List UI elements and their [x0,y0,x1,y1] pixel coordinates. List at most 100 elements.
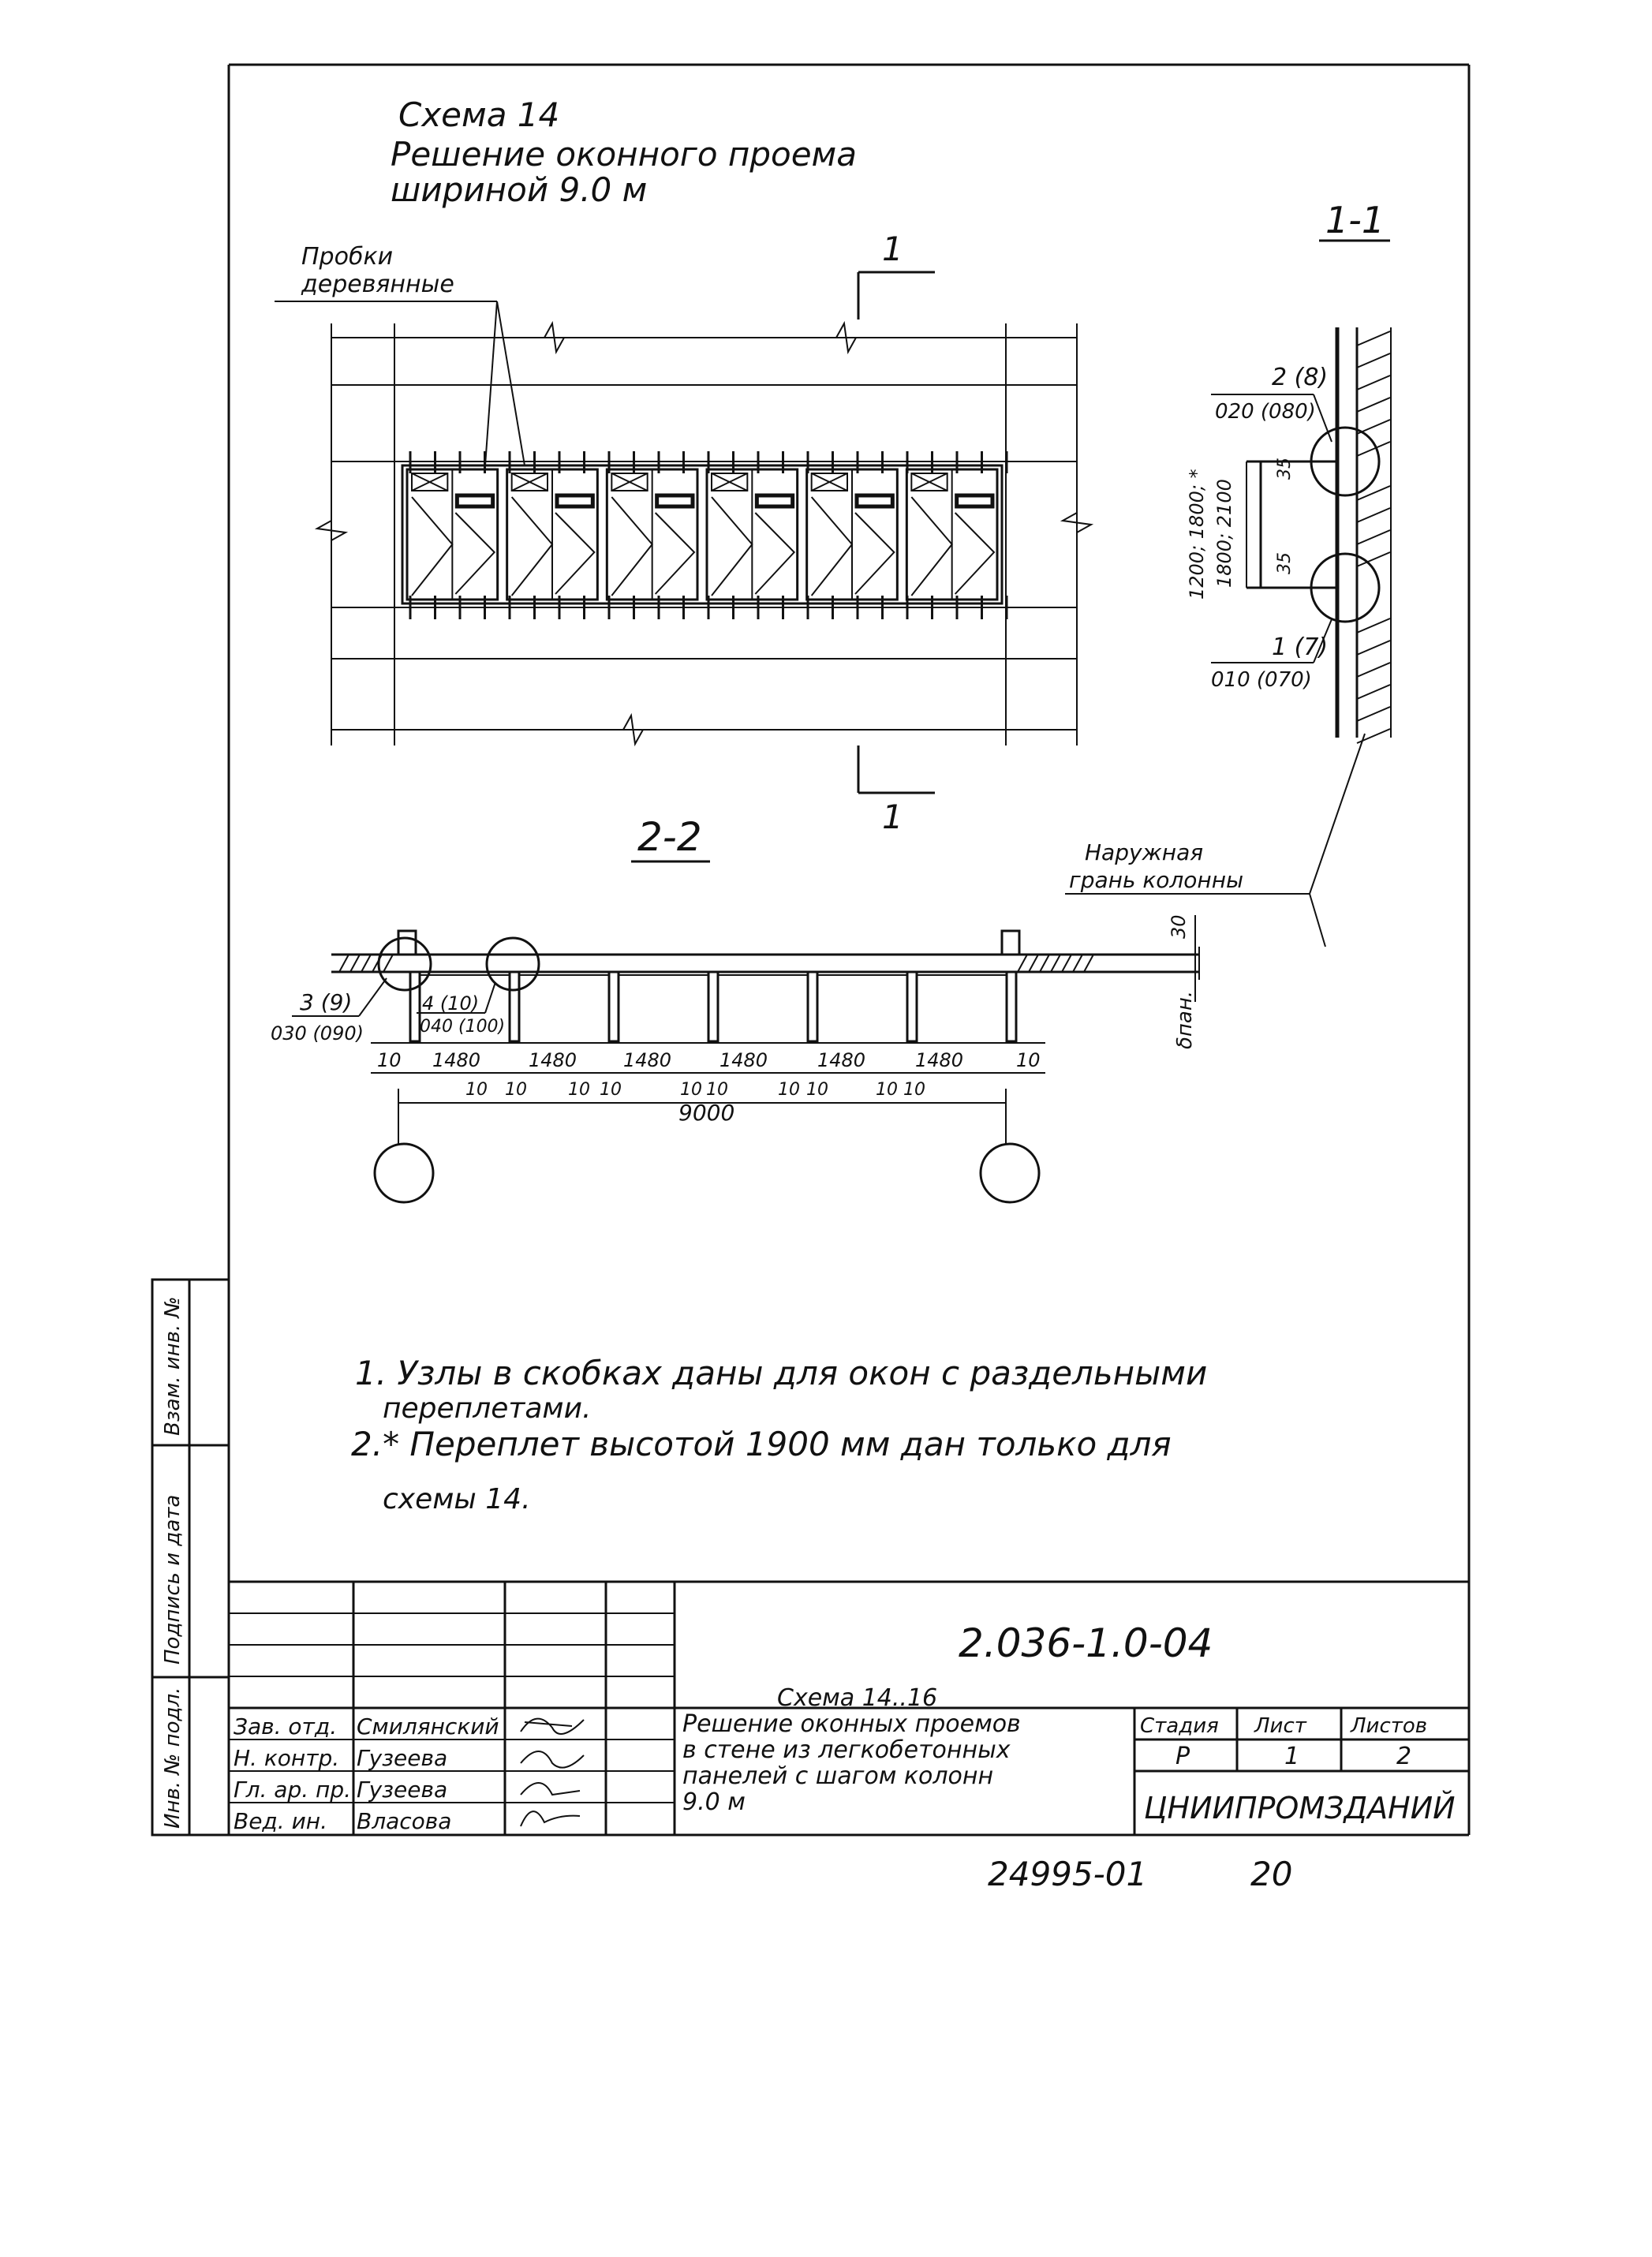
window-post [707,970,719,1043]
doc-code: 2.036-1.0-04 [959,1620,1213,1666]
hatch-line [1356,618,1391,633]
role-2: Н. контр. [234,1745,339,1771]
vent-cross [910,473,948,491]
hatch-line [1356,529,1391,545]
node-bottom-ref: 010 (070) [1211,668,1312,692]
hatch-line [1072,954,1083,973]
opening-mark [611,496,653,596]
note1-line2: переплетами. [383,1392,591,1425]
window-sash [905,468,999,601]
vent-cross [811,473,848,491]
node-top-label: 2 (8) [1272,364,1328,391]
hatch-line [1356,331,1391,346]
hatch-line [361,954,372,973]
wooden-plugs [409,451,1008,619]
scheme-title-line2: Решение оконного проема [391,135,857,174]
opening-mark [510,496,554,596]
window-sash [805,468,899,601]
hatch-line [1356,640,1391,656]
dim-top-label: 1480 [432,1049,480,1071]
opening-mark [454,512,496,595]
window-sashes [406,468,999,601]
callout-label-line1: Пробки [301,243,393,271]
transom-vent [611,473,648,491]
dim-gap-label: 10 [876,1080,898,1100]
side-stamp: Взам. инв. № Подпись и дата Инв. № подл. [151,1278,230,1837]
dim-gap-label: 10 [600,1080,622,1100]
dim-gap-label: 10 [505,1080,527,1100]
opening-mark [854,512,895,595]
sash-head [854,493,895,509]
side-stamp-col2: Подпись и дата [161,1495,185,1665]
section-mark-bottom: 1 [882,798,903,836]
node-second-ref: 040 (100) [420,1017,505,1037]
window-post [607,970,620,1043]
window-elevation: Пробки деревянные 1 1 [275,230,1094,836]
hatch-line [1061,954,1072,973]
dim-vertical-2: 1800; 2100 [1213,479,1235,588]
title-block: 2.036-1.0-04 Зав. отд. Н. контр. Гл. ар.… [229,1580,1469,1835]
note2-line2: схемы 14. [383,1483,531,1515]
window-post [906,970,918,1043]
desc-line3: в стене из легкобетонных [682,1736,1011,1764]
dim-right: 30 [1168,914,1190,939]
vent-cross [411,473,448,491]
opening-mark [555,512,596,595]
hatch-line [1356,375,1391,390]
node-bottom-label: 1 (7) [1272,633,1328,661]
column-face-line2: грань колонны [1069,867,1243,893]
organization: ЦНИИПРОМЗДАНИЙ [1144,1791,1456,1825]
node-circle-top [1310,426,1381,497]
dim-vertical-1: 1200; 1800; * [1186,469,1208,600]
section-2-2-title: 2-2 [637,814,702,860]
desc-line1: Схема 14..16 [777,1684,937,1712]
name-3: Гузеева [357,1777,447,1803]
axis-bubble-left [373,1142,435,1204]
transom-vent [711,473,749,491]
section-1-1-title: 1-1 [1325,199,1385,241]
hatch-line [1356,397,1391,413]
dim-gap-label: 10 [706,1080,728,1100]
hatch-line [1039,954,1050,973]
node-left-ref: 030 (090) [271,1022,364,1044]
stage-header: Стадия [1140,1714,1219,1738]
node-circle-second [485,936,540,992]
opening-mark [910,496,953,596]
hatch-line [1356,551,1391,567]
dim-top-label: 1480 [719,1049,768,1071]
vent-cross [511,473,548,491]
notes: 1. Узлы в скобках даны для окон с раздел… [351,1354,1207,1515]
hatch-line [1050,954,1061,973]
scheme-title: Схема 14 Решение оконного проема шириной… [391,95,857,209]
panel-hatching [1356,331,1391,744]
note2-line1: 2.* Переплет высотой 1900 мм дан только … [351,1425,1172,1463]
hatch-line [1028,954,1039,973]
dim-gap-label: 10 [680,1080,702,1100]
opening-mark [954,512,996,595]
dim-top-label: 10 [1016,1049,1041,1071]
dim-small-1: 35 [1275,458,1295,480]
hatch-line [1356,441,1391,457]
side-stamp-col3: Инв. № подл. [161,1687,185,1829]
window-post [409,970,421,1043]
archive-number: 24995-01 [988,1855,1147,1893]
node-circle-left [377,936,432,992]
node-top-ref: 020 (080) [1215,400,1316,424]
stage-value: Р [1175,1743,1190,1770]
window-sash [705,468,799,601]
hatch-line [1356,706,1391,722]
signatures [520,1717,585,1827]
hatch-line [1017,954,1028,973]
hatch-line [1356,507,1391,523]
opening-mark [711,496,753,596]
dim-gap-label: 10 [778,1080,800,1100]
dim-right-v: δпан. [1173,991,1197,1049]
transom-vent [411,473,449,491]
desc-line2: Решение оконных проемов [682,1710,1021,1738]
sash-head [454,493,495,509]
name-2: Гузеева [357,1745,447,1771]
